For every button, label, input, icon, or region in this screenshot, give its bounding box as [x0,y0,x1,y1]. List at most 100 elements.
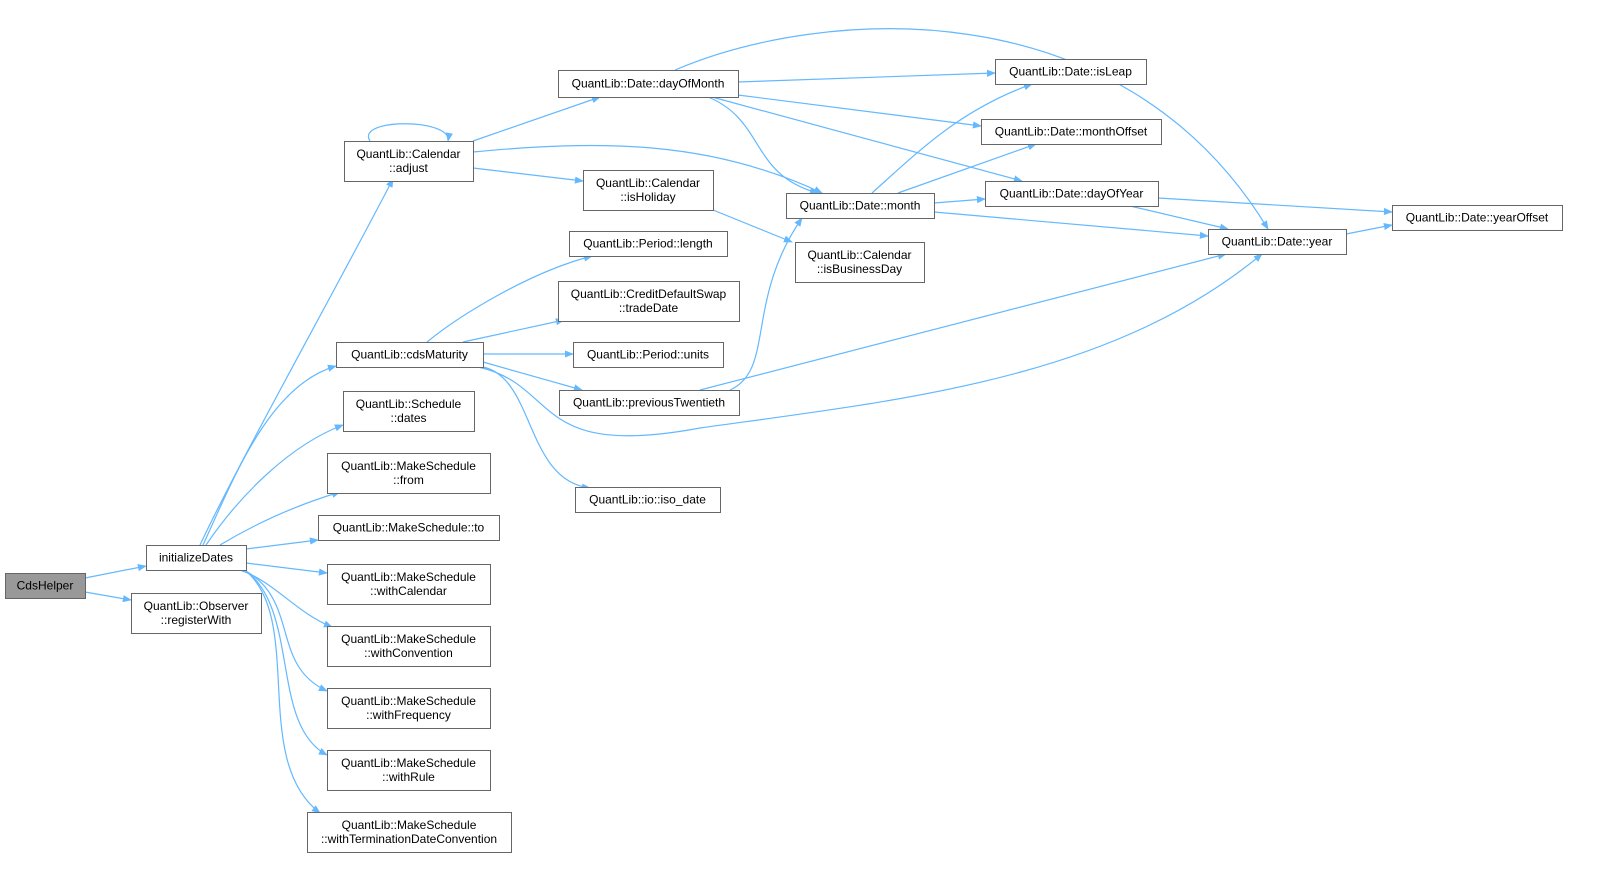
edge-adjust-to-dayOfMonth [472,96,601,142]
node-box [344,141,474,182]
node-box [327,626,491,667]
node-box [1208,229,1347,255]
node-label: QuantLib::previousTwentieth [573,396,725,410]
node-label: QuantLib::cdsMaturity [351,348,468,362]
node-label: ::dates [390,411,426,425]
edge-initializeDates-to-scheduleDates [205,424,344,546]
node-month[interactable]: QuantLib::Date::month [786,193,935,219]
edge-isHoliday-to-isBusinessDay [707,207,793,243]
node-scheduleDates[interactable]: QuantLib::Schedule::dates [343,391,475,432]
node-label: QuantLib::Date::month [800,199,921,213]
node-box [573,342,724,368]
node-cdsMaturity[interactable]: QuantLib::cdsMaturity [336,342,484,368]
edge-cdsHelper-to-registerWith [84,591,132,603]
node-label: ::withRule [382,770,435,784]
node-msWithFrequency[interactable]: QuantLib::MakeSchedule::withFrequency [327,688,491,729]
node-label: QuantLib::Calendar [807,248,911,262]
node-box [985,181,1159,207]
node-msWithConvention[interactable]: QuantLib::MakeSchedule::withConvention [327,626,491,667]
edge-initializeDates-to-msFrom [219,490,341,546]
edge-previousTwentieth-to-year [699,252,1227,391]
node-isBusinessDay[interactable]: QuantLib::Calendar::isBusinessDay [795,242,925,283]
node-label: QuantLib::Date::isLeap [1009,65,1132,79]
edge-dayOfMonth-to-monthOffset [737,94,982,129]
node-box [327,688,491,729]
node-adjust[interactable]: QuantLib::Calendar::adjust [344,141,474,182]
node-label: CdsHelper [17,579,74,593]
node-msTo[interactable]: QuantLib::MakeSchedule::to [318,515,500,541]
node-box [995,59,1147,85]
edge-month-to-monthOffset [897,143,1037,194]
node-label: ::tradeDate [619,301,679,315]
node-label: QuantLib::Observer [144,599,249,613]
node-box [327,453,491,494]
node-label: QuantLib::Date::monthOffset [995,125,1148,139]
node-label: initializeDates [159,551,233,565]
node-dayOfYear[interactable]: QuantLib::Date::dayOfYear [985,181,1159,207]
node-box [336,342,484,368]
node-msWithCalendar[interactable]: QuantLib::MakeSchedule::withCalendar [327,564,491,605]
edge-initializeDates-to-msWithCalendar [245,562,328,576]
edge-dayOfYear-to-year [1129,205,1229,231]
node-label: QuantLib::Calendar [356,147,460,161]
node-box [327,750,491,791]
node-dayOfMonth[interactable]: QuantLib::Date::dayOfMonth [558,70,739,98]
node-box [795,242,925,283]
edge-dayOfYear-to-yearOffset [1157,197,1393,216]
node-box [583,170,714,211]
node-box [569,231,728,257]
node-label: QuantLib::Schedule [356,397,462,411]
edge-year-to-yearOffset [1345,223,1393,235]
node-box [5,573,86,599]
edge-initializeDates-to-adjust [199,178,394,546]
node-box [131,593,262,634]
node-box [558,70,739,98]
node-tradeDate[interactable]: QuantLib::CreditDefaultSwap::tradeDate [558,281,740,322]
node-label: QuantLib::MakeSchedule [341,756,476,770]
node-label: QuantLib::io::iso_date [589,493,706,507]
node-label: QuantLib::MakeSchedule [341,459,476,473]
node-previousTwentieth[interactable]: QuantLib::previousTwentieth [559,390,740,416]
node-box [307,812,512,853]
node-label: QuantLib::CreditDefaultSwap [571,287,727,301]
edge-cdsHelper-to-initializeDates [84,564,147,579]
node-initializeDates[interactable]: initializeDates [146,545,247,571]
node-label: QuantLib::MakeSchedule [342,818,477,832]
node-yearOffset[interactable]: QuantLib::Date::yearOffset [1392,205,1563,231]
edge-cdsMaturity-to-year [477,253,1263,437]
edge-initializeDates-to-msWithFrequency [243,569,328,692]
edge-initializeDates-to-cdsMaturity [202,364,337,546]
node-label: ::withTerminationDateConvention [321,832,497,846]
node-registerWith[interactable]: QuantLib::Observer::registerWith [131,593,262,634]
node-msWithRule[interactable]: QuantLib::MakeSchedule::withRule [327,750,491,791]
edge-dayOfMonth-to-month [707,96,819,195]
node-msWithTermination[interactable]: QuantLib::MakeSchedule::withTerminationD… [307,812,512,853]
node-box [575,487,721,513]
node-label: QuantLib::Date::dayOfMonth [572,77,725,91]
node-monthOffset[interactable]: QuantLib::Date::monthOffset [981,119,1162,145]
node-label: QuantLib::Calendar [596,176,700,190]
node-periodUnits[interactable]: QuantLib::Period::units [573,342,724,368]
node-label: ::adjust [389,161,428,175]
edge-month-to-dayOfYear [933,196,986,204]
node-periodLength[interactable]: QuantLib::Period::length [569,231,728,257]
node-year[interactable]: QuantLib::Date::year [1208,229,1347,255]
node-label: ::registerWith [161,613,232,627]
node-box [558,281,740,322]
edge-initializeDates-to-msWithRule [244,569,328,756]
node-label: ::withFrequency [366,708,451,722]
node-msFrom[interactable]: QuantLib::MakeSchedule::from [327,453,491,494]
node-label: ::from [393,473,424,487]
node-isHoliday[interactable]: QuantLib::Calendar::isHoliday [583,170,714,211]
node-label: QuantLib::Date::dayOfYear [1000,187,1144,201]
node-label: QuantLib::MakeSchedule [341,570,476,584]
edge-adjust-to-isHoliday [472,167,584,184]
node-label: ::withCalendar [370,584,447,598]
node-cdsHelper[interactable]: CdsHelper [5,573,86,599]
node-isoDate[interactable]: QuantLib::io::iso_date [575,487,721,513]
node-box [1392,205,1563,231]
node-label: ::withConvention [364,646,453,660]
node-isLeap[interactable]: QuantLib::Date::isLeap [995,59,1147,85]
node-box [981,119,1162,145]
